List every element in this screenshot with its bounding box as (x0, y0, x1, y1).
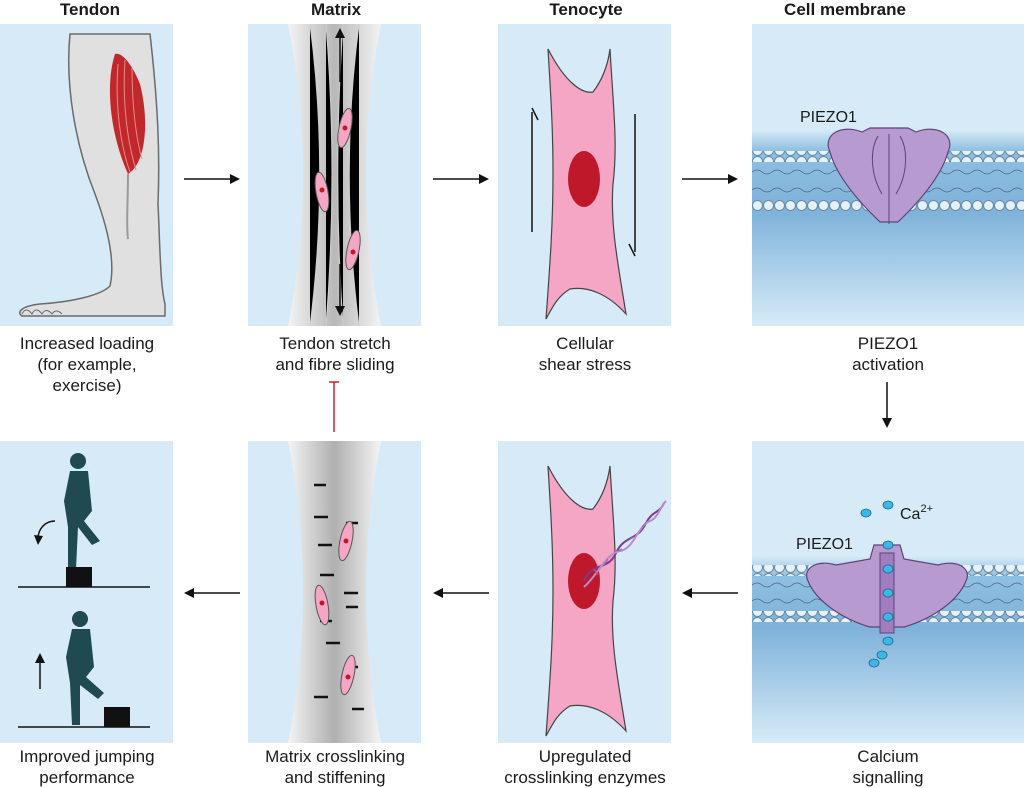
arrow-left (682, 588, 738, 598)
fibroblast-cell (340, 654, 356, 696)
step-box (66, 567, 92, 587)
panel-matrix-crosslinking (248, 441, 421, 743)
arrow-left (184, 588, 240, 598)
dna-helix-icon (583, 500, 667, 588)
piezo1-label: PIEZO1 (800, 109, 857, 126)
piezo1-label: PIEZO1 (796, 536, 853, 553)
step-box (104, 707, 130, 727)
arrow-right (433, 174, 489, 184)
fibroblast-cell (314, 584, 330, 626)
panel-tendon-leg (0, 24, 173, 326)
arrow-down (882, 382, 892, 428)
person-silhouette-bottom (66, 611, 104, 725)
person-silhouette-top (64, 453, 100, 569)
fibroblast-cell (338, 520, 354, 562)
panel-jumping (0, 441, 173, 743)
fibroblast-cell (314, 171, 330, 213)
fibroblast-cell (345, 229, 361, 271)
piezo1-channel-closed (827, 127, 951, 224)
caption-increased-loading: Increased loading(for example,exercise) (19, 334, 155, 395)
crosslinked-matrix-illustration (288, 441, 381, 743)
header-matrix: Matrix (310, 0, 362, 19)
fibroblast-cell (337, 107, 353, 149)
header-tendon: Tendon (59, 0, 121, 19)
arrow-right (682, 174, 738, 184)
matrix-fibres-illustration (288, 24, 381, 326)
leg-illustration (19, 33, 166, 317)
arrow-up (35, 653, 45, 663)
nucleus (568, 151, 600, 207)
inhibition-bar (329, 381, 339, 432)
jumping-illustration (18, 453, 150, 728)
arrow-right (184, 174, 240, 184)
panel-tenocyte-shear (498, 24, 671, 326)
arrow-left (433, 588, 489, 598)
calcium-ions (860, 500, 894, 668)
panel-tenocyte-enzymes (498, 441, 671, 743)
panel-membrane-calcium: PIEZO1 Ca2+ (752, 441, 1024, 743)
panel-matrix-stretch (248, 24, 421, 326)
membrane-illustration: PIEZO1 (752, 24, 1024, 326)
curved-arrow-down (34, 535, 43, 545)
panel-membrane-piezo1: PIEZO1 (752, 24, 1024, 326)
crosslinks (314, 483, 364, 711)
calcium-label: Ca2+ (900, 503, 933, 523)
header-tenocyte: Tenocyte (549, 0, 623, 19)
header-cell-membrane: Cell membrane (784, 0, 906, 19)
membrane-calcium-illustration: PIEZO1 Ca2+ (752, 441, 1024, 743)
tenocyte-dna-illustration (545, 465, 667, 737)
tenocyte-shear-illustration (531, 48, 636, 320)
